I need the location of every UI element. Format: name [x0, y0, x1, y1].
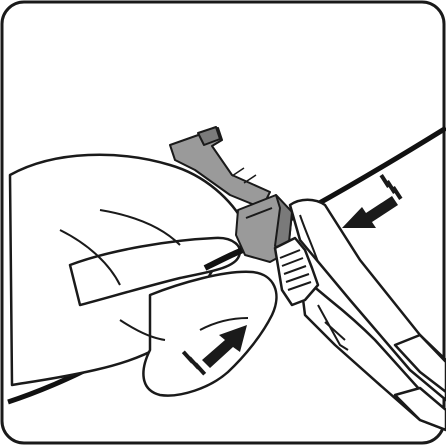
- illustration: [0, 0, 446, 445]
- illustration-canvas: [0, 0, 446, 445]
